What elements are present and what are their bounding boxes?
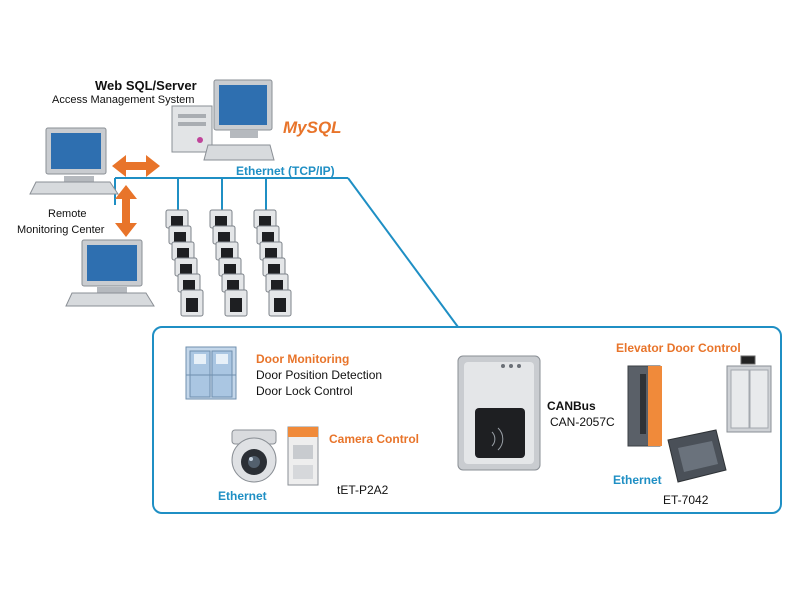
card-reader-pad: [227, 280, 239, 290]
horizontal-double-arrow-icon: [112, 155, 160, 177]
card-reader-pad: [268, 264, 280, 274]
tet-p2a2-label: tET-P2A2: [337, 483, 389, 497]
remote-label-line2: Monitoring Center: [17, 224, 105, 236]
remote-pc-icon: [65, 239, 155, 307]
elevator-door-control-title: Elevator Door Control: [616, 341, 741, 355]
card-reader-pad: [183, 280, 195, 290]
door-icon: [185, 346, 237, 400]
card-reader-pad: [186, 298, 198, 312]
ethernet-tcpip-label: Ethernet (TCP/IP): [236, 164, 335, 178]
card-reader-pad: [230, 298, 242, 312]
card-reader-pad: [171, 216, 183, 226]
dome-camera-icon: [231, 429, 277, 483]
card-reader-stack-icon: [165, 209, 292, 317]
et-7042-module-icon: [667, 429, 727, 483]
card-reader-pad: [224, 264, 236, 274]
card-reader-pad: [274, 298, 286, 312]
card-reader-pad: [218, 232, 230, 242]
card-reader-pad: [180, 264, 192, 274]
et-7042-label: ET-7042: [663, 493, 709, 507]
field-devices-panel: [152, 326, 782, 514]
door-monitoring-title: Door Monitoring: [256, 352, 350, 366]
ethernet-network-lines: [114, 177, 459, 328]
card-reader-pad: [174, 232, 186, 242]
remote-pc-icon: [29, 127, 119, 195]
server-subtitle: Access Management System: [52, 94, 195, 106]
canbus-title: CANBus: [547, 399, 596, 413]
can-2057c-label: CAN-2057C: [550, 415, 615, 429]
card-reader-pad: [271, 280, 283, 290]
camera-control-title: Camera Control: [329, 432, 420, 446]
card-reader-pad: [177, 248, 189, 258]
tet-p2a2-module-icon: [287, 426, 319, 486]
server-title: Web SQL/Server: [95, 78, 197, 93]
card-reader-pad: [221, 248, 233, 258]
canbus-card-reader-icon: [457, 355, 541, 471]
mysql-logo: MySQL: [283, 118, 342, 137]
elevator-door-icon: [726, 355, 772, 433]
card-reader-pad: [215, 216, 227, 226]
card-reader-pad: [265, 248, 277, 258]
card-reader-pad: [262, 232, 274, 242]
elevator-ethernet-label: Ethernet: [613, 473, 662, 487]
server-pc-icon: [171, 79, 275, 161]
door-lock-label: Door Lock Control: [256, 384, 353, 398]
vertical-double-arrow-icon: [115, 185, 137, 237]
remote-label-line1: Remote: [48, 208, 87, 220]
card-reader-pad: [259, 216, 271, 226]
can-2057c-module-icon: [627, 365, 662, 447]
door-position-label: Door Position Detection: [256, 368, 383, 382]
camera-ethernet-label: Ethernet: [218, 489, 267, 503]
